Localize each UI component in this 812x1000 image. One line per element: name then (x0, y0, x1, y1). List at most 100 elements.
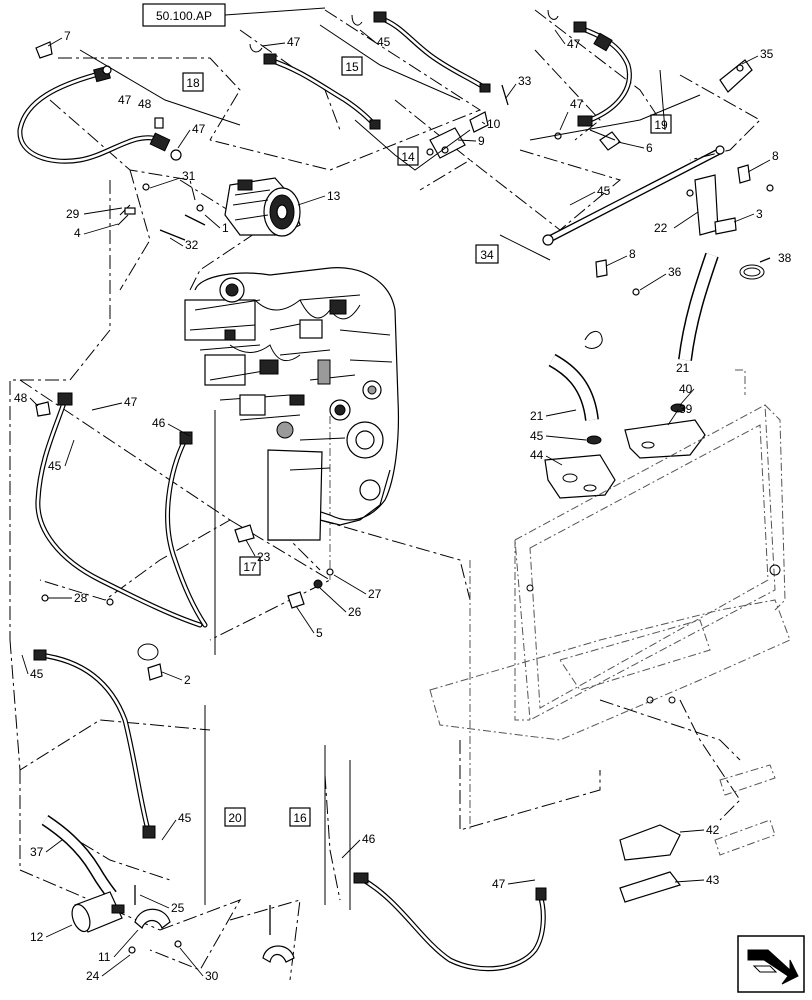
hardware-28-2 (41, 594, 163, 681)
filter-dryer-12[interactable] (69, 891, 125, 934)
engine-block (184, 267, 400, 541)
radiator-hose-21-right[interactable] (678, 252, 719, 361)
callout-23: 23 (257, 550, 271, 564)
svg-text:18: 18 (186, 76, 200, 90)
svg-text:20: 20 (228, 811, 242, 825)
callout-7: 7 (64, 29, 71, 43)
fittings-23-27-29-5 (234, 524, 334, 609)
callout-47a: 47 (118, 93, 132, 107)
callout-6: 6 (646, 141, 653, 155)
callout-48b: 48 (14, 391, 28, 405)
callout-32: 30 (205, 969, 219, 983)
callout-40: 44 (530, 448, 544, 462)
callout-47e: 47 (570, 97, 584, 111)
callout-2: 2 (184, 673, 191, 687)
hose-14[interactable] (249, 43, 381, 130)
callout-46a: 46 (152, 416, 166, 430)
svg-text:16: 16 (293, 811, 307, 825)
hose-15[interactable] (351, 11, 491, 93)
clamp-8 (595, 164, 774, 296)
arrow-icon[interactable] (737, 935, 805, 993)
callout-47c: 47 (287, 35, 301, 49)
callout-25: 25 (171, 901, 185, 915)
boxed-ref-34[interactable]: 34 (475, 244, 499, 264)
callout-1: 1 (222, 221, 229, 235)
callout-46b: 47 (492, 877, 506, 891)
bracket-9-10-33 (426, 84, 509, 159)
hose-18[interactable] (17, 65, 182, 164)
callout-11: 11 (98, 950, 111, 964)
grommets-43-44 (586, 403, 686, 445)
callout-45d: 45 (30, 667, 44, 681)
callout-47f: 47 (124, 395, 138, 409)
ac-compressor[interactable] (224, 177, 301, 237)
plate-39 (624, 419, 706, 459)
callout-22: 22 (654, 221, 668, 235)
svg-text:50.100.AP: 50.100.AP (156, 9, 212, 23)
callout-45a: 45 (377, 35, 391, 49)
callout-44: 40 (679, 382, 693, 396)
callout-12: 12 (30, 930, 44, 944)
bracket-22-3 (686, 174, 737, 236)
ref-bracket-lines (79, 24, 701, 910)
callout-39: 39 (679, 402, 693, 416)
tube-34[interactable] (542, 145, 725, 246)
callout-35: 35 (760, 47, 774, 61)
boxed-ref-17[interactable]: 17 (239, 556, 261, 576)
boxed-ref-18[interactable]: 18 (182, 72, 204, 92)
callout-41: 42 (706, 823, 720, 837)
bracket-35 (719, 59, 753, 93)
svg-text:34: 34 (480, 248, 494, 262)
hose-37[interactable] (41, 815, 117, 899)
harness-38 (739, 257, 771, 280)
svg-text:15: 15 (345, 60, 359, 74)
boxed-ref-20[interactable]: 20 (224, 807, 246, 827)
callout-21b: 21 (530, 409, 544, 423)
clamp-right (262, 905, 295, 963)
boxed-ref-14[interactable]: 14 (397, 146, 419, 166)
callout-10: 10 (487, 117, 501, 131)
radiator-hose-21-left[interactable] (548, 331, 603, 422)
callout-28: 28 (74, 591, 88, 605)
guard-41 (619, 764, 776, 861)
guard-42 (619, 871, 682, 903)
svg-text:19: 19 (654, 118, 668, 132)
hose-17-right[interactable] (165, 431, 208, 628)
callout-33: 33 (518, 74, 532, 88)
callout-8b: 8 (629, 247, 636, 261)
callout-8a: 8 (772, 149, 779, 163)
reference-box[interactable]: 50.100.AP (142, 3, 326, 27)
callout-30: 31 (182, 169, 196, 183)
radiator (429, 369, 791, 741)
boxed-ref-16[interactable]: 16 (289, 807, 311, 827)
hose-19[interactable] (547, 9, 632, 151)
clip-7 (35, 41, 53, 59)
svg-text:14: 14 (401, 150, 415, 164)
hose-20[interactable] (33, 649, 156, 839)
boxed-ref-15[interactable]: 15 (341, 56, 363, 76)
callout-48a: 48 (138, 97, 152, 111)
plate-40 (544, 454, 616, 499)
callout-45b: 45 (597, 184, 611, 198)
svg-text:17: 17 (243, 560, 257, 574)
callout-45e: 45 (178, 811, 192, 825)
callout-4: 4 (74, 226, 81, 240)
callout-43: 45 (530, 429, 544, 443)
hose-17-left[interactable] (35, 392, 203, 628)
compressor-bolts (159, 204, 206, 241)
hose-16[interactable] (353, 872, 547, 972)
callout-21a: 21 (676, 361, 690, 375)
callout-labels: 7 47 48 47 31 29 4 32 1 13 47 45 33 10 9… (14, 29, 792, 983)
callout-47d: 47 (567, 37, 581, 51)
callout-38: 38 (778, 251, 792, 265)
callout-29: 27 (368, 587, 382, 601)
callout-45f: 46 (362, 832, 376, 846)
callout-13: 13 (327, 189, 341, 203)
callout-37: 37 (30, 845, 44, 859)
boxed-ref-19[interactable]: 19 (650, 114, 672, 134)
callout-5: 5 (316, 626, 323, 640)
callout-31: 32 (185, 238, 199, 252)
callout-3: 3 (756, 207, 763, 221)
callout-36: 36 (668, 265, 682, 279)
